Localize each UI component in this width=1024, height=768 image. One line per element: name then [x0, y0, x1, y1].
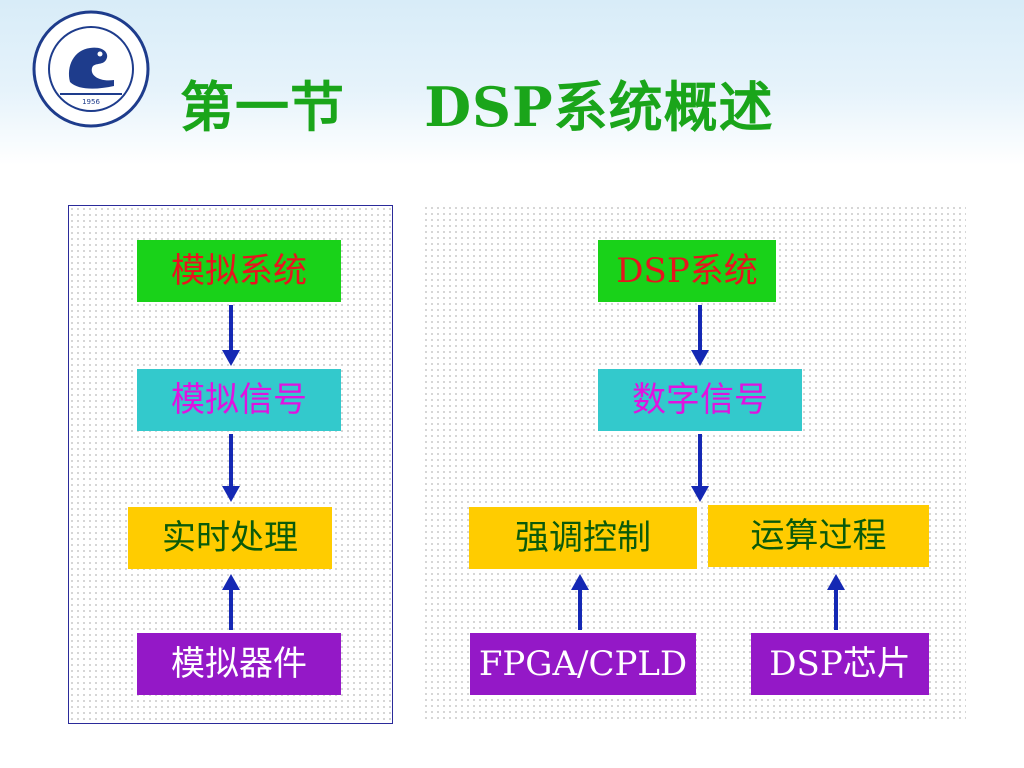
fpga-cpld-box: FPGA/CPLD — [470, 633, 696, 695]
dsp-system-box: DSP系统 — [598, 240, 776, 302]
svg-text:1956: 1956 — [82, 98, 100, 106]
analog-system-box: 模拟系统 — [137, 240, 341, 302]
header-band — [0, 0, 1024, 165]
emphasis-control-box: 强调控制 — [469, 507, 697, 569]
page-title: 第一节 DSP系统概述 — [180, 75, 774, 139]
analog-devices-box: 模拟器件 — [137, 633, 341, 695]
realtime-processing-box: 实时处理 — [128, 507, 332, 569]
digital-signal-box: 数字信号 — [598, 369, 802, 431]
computation-process-box: 运算过程 — [708, 505, 929, 567]
analog-signal-box: 模拟信号 — [137, 369, 341, 431]
university-logo-icon: 1956 — [32, 10, 150, 128]
dsp-chip-box: DSP芯片 — [751, 633, 929, 695]
